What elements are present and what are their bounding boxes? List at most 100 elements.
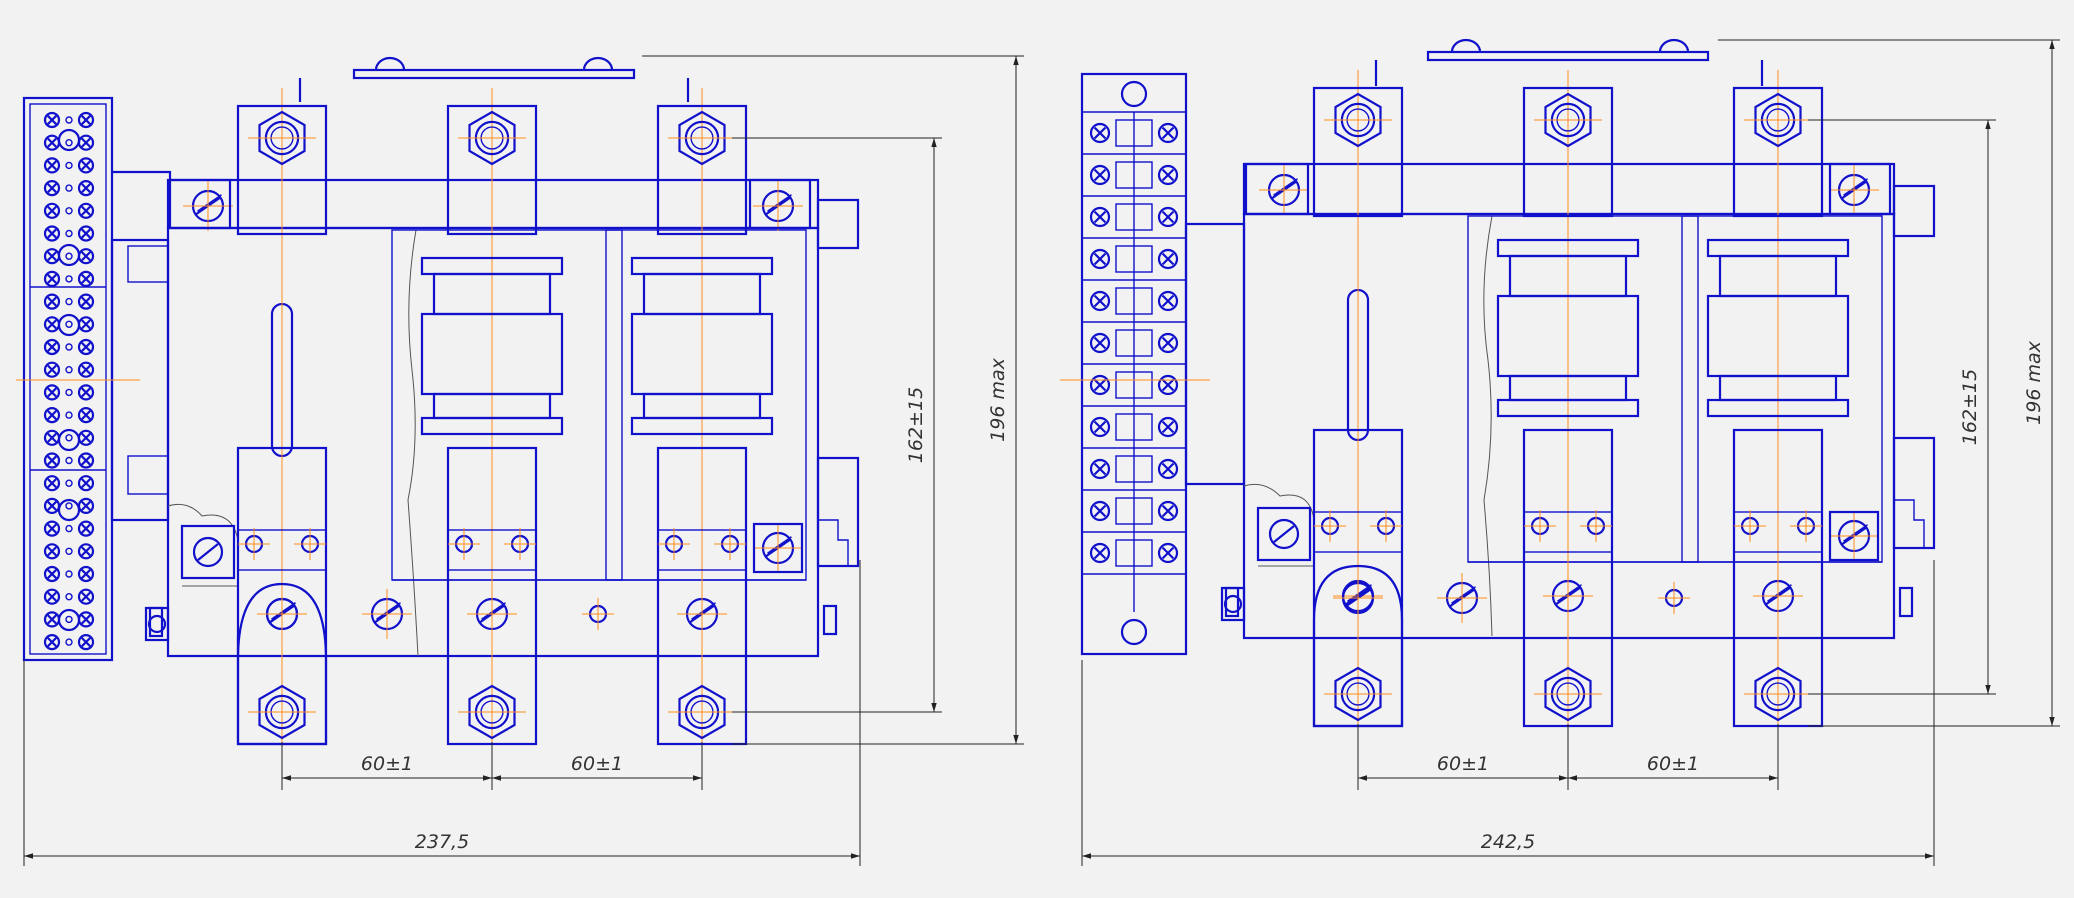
terminal-screw-icon xyxy=(43,497,61,514)
dimension-pitch-2: 60±1 xyxy=(492,753,702,781)
slotted-screw-icon xyxy=(1753,571,1803,621)
stud-icon xyxy=(57,428,81,452)
terminal-screw-icon xyxy=(1089,164,1111,186)
dimension-pitch-1: 60±1 xyxy=(1358,753,1568,781)
terminal-screw-icon xyxy=(77,497,95,514)
terminal-screw-icon xyxy=(43,588,61,605)
terminal-screw-icon xyxy=(43,475,61,492)
terminal-screw-icon xyxy=(1089,374,1111,396)
terminal-screw-icon xyxy=(43,134,61,151)
terminal-screw-icon xyxy=(77,270,95,287)
pole-assembly xyxy=(1706,70,1850,734)
terminal-screw-icon xyxy=(43,293,61,310)
terminal-screw-icon xyxy=(1089,542,1111,564)
terminal-screw-icon xyxy=(43,111,61,129)
terminal-screw-icon xyxy=(77,111,95,129)
terminal-screw-icon xyxy=(1089,290,1111,312)
terminal-screw-icon xyxy=(43,384,61,401)
terminal-screw-icon xyxy=(1157,374,1179,396)
terminal-block-right xyxy=(1080,72,1188,656)
terminal-screw-icon xyxy=(43,157,61,174)
dimension-terminal-height: 162±15 xyxy=(905,138,937,712)
terminal-screw-icon xyxy=(77,180,95,197)
terminal-screw-icon xyxy=(77,429,95,446)
slotted-screw-icon xyxy=(1437,573,1487,623)
terminal-screw-icon xyxy=(1089,206,1111,228)
hole-icon xyxy=(1524,510,1556,542)
view-left: 60±1 60±1 237,5 162±15 196 max xyxy=(16,55,1024,866)
hole-icon xyxy=(448,528,480,560)
hex-nut-icon xyxy=(1744,92,1812,148)
stud-icon xyxy=(1120,80,1148,108)
hole-icon xyxy=(504,528,536,560)
dimension-overall-height-label: 196 max xyxy=(987,357,1009,441)
terminal-screw-icon xyxy=(1089,458,1111,480)
terminal-screw-icon xyxy=(43,202,61,219)
terminal-screw-icon xyxy=(43,520,61,537)
dimension-overall-height: 196 max xyxy=(2023,40,2055,726)
hole-icon xyxy=(1314,510,1346,542)
terminal-screw-icon xyxy=(1157,164,1179,186)
terminal-screw-icon xyxy=(43,611,61,628)
pole-assembly xyxy=(236,88,328,752)
terminal-screw-icon xyxy=(77,134,95,151)
terminal-screw-icon xyxy=(77,565,95,583)
terminal-screw-icon xyxy=(77,475,95,492)
terminal-screw-icon xyxy=(43,270,61,287)
terminal-block-left xyxy=(22,96,114,662)
stud-icon xyxy=(57,608,81,632)
terminal-screw-icon xyxy=(43,338,61,356)
terminal-screw-icon xyxy=(1157,458,1179,480)
terminal-screw-icon xyxy=(43,565,61,583)
terminal-screw-icon xyxy=(1089,416,1111,438)
terminal-screw-icon xyxy=(77,202,95,219)
stud-icon xyxy=(57,313,81,337)
pole-assembly xyxy=(630,88,774,752)
dimension-overall-width-label: 242,5 xyxy=(1481,831,1535,853)
hole-icon xyxy=(1734,510,1766,542)
terminal-screw-icon xyxy=(1089,248,1111,270)
terminal-screw-icon xyxy=(1157,332,1179,354)
hex-nut-icon xyxy=(1744,666,1812,722)
terminal-screw-icon xyxy=(77,157,95,174)
hex-nut-icon xyxy=(248,684,316,740)
terminal-screw-icon xyxy=(77,361,95,378)
pole-assembly xyxy=(1312,70,1404,734)
dimension-pitch-2: 60±1 xyxy=(1568,753,1778,781)
terminal-screw-icon xyxy=(1157,290,1179,312)
hex-nut-icon xyxy=(248,110,316,166)
hole-icon xyxy=(714,528,746,560)
hex-nut-icon xyxy=(668,684,736,740)
terminal-screw-icon xyxy=(1089,500,1111,522)
slotted-screw-icon xyxy=(677,589,727,639)
terminal-screw-icon xyxy=(1157,122,1179,144)
terminal-screw-icon xyxy=(77,588,95,605)
housing-left xyxy=(127,178,860,658)
hex-nut-icon xyxy=(458,684,526,740)
slotted-screw-icon xyxy=(362,589,412,639)
terminal-screw-icon xyxy=(43,316,61,333)
dimension-pitch-1-label: 60±1 xyxy=(361,753,413,775)
pole-assembly xyxy=(420,88,564,752)
dimension-pitch-1: 60±1 xyxy=(282,753,492,781)
terminal-screw-icon xyxy=(43,361,61,378)
dimension-overall-width-label: 237,5 xyxy=(415,831,469,853)
dimension-overall-height-label: 196 max xyxy=(2023,340,2045,424)
hole-icon xyxy=(294,528,326,560)
slotted-screw-icon xyxy=(1829,511,1879,561)
terminal-screw-icon xyxy=(1157,248,1179,270)
stud-icon xyxy=(57,243,81,267)
terminal-screw-icon xyxy=(43,429,61,446)
hole-icon xyxy=(658,528,690,560)
slotted-screw-icon xyxy=(753,523,803,573)
hole-icon xyxy=(238,528,270,560)
terminal-screw-icon xyxy=(77,338,95,356)
terminal-screw-icon xyxy=(1157,542,1179,564)
terminal-screw-icon xyxy=(77,225,95,242)
dimension-terminal-height-label: 162±15 xyxy=(1959,369,1981,445)
terminal-screw-icon xyxy=(1157,500,1179,522)
top-bracket-left xyxy=(298,56,690,102)
slotted-screw-icon xyxy=(1829,165,1879,215)
terminal-screw-icon xyxy=(1089,122,1111,144)
